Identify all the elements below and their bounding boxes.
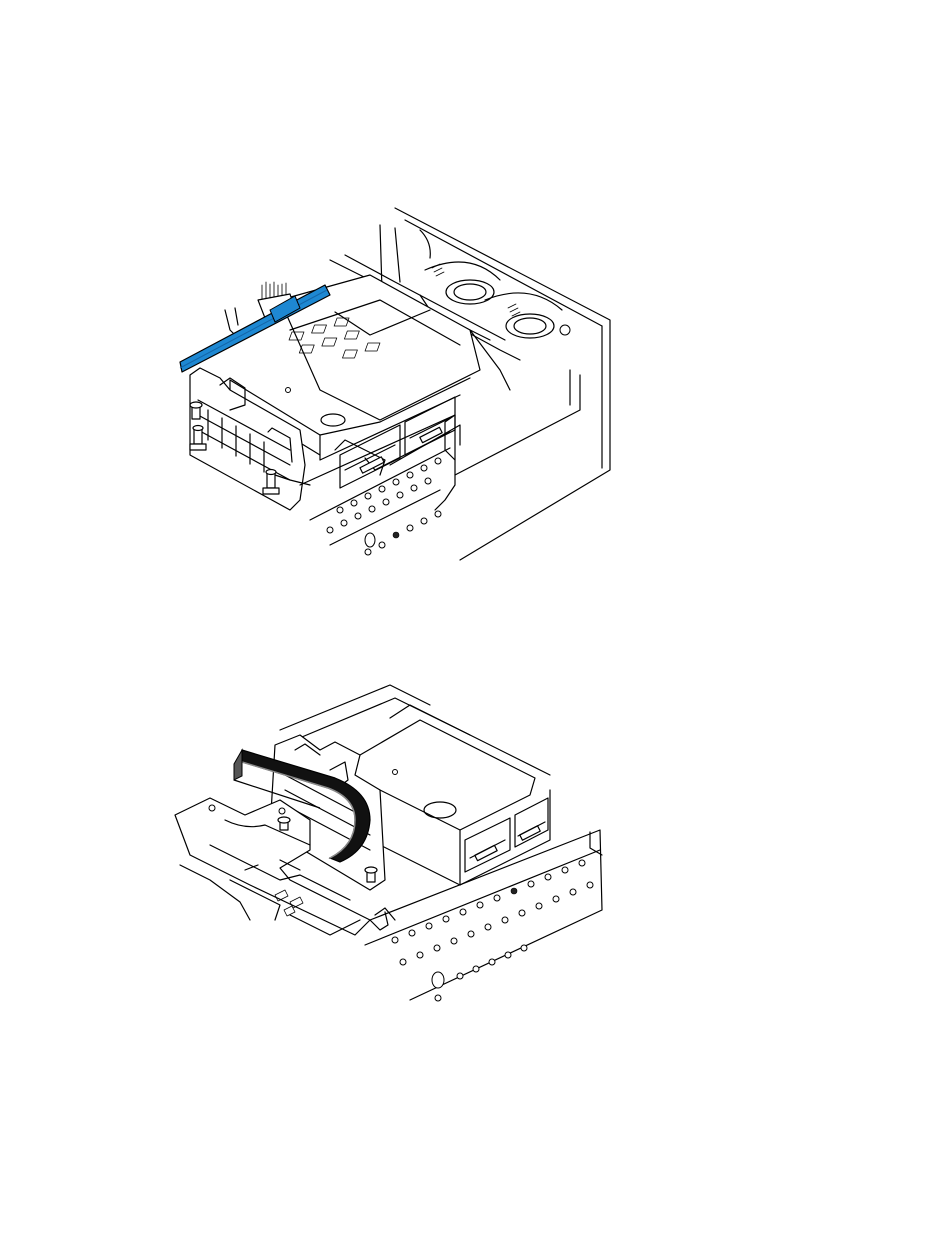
front-panel-holes [392, 860, 593, 1001]
thumbscrew-upper [278, 817, 290, 830]
thumbscrew-lower [365, 867, 377, 882]
fan-screw [560, 325, 570, 335]
arrow-mark-right [508, 304, 520, 316]
top-illustration-drawing [170, 200, 620, 570]
thumbscrew-left [190, 402, 202, 419]
top-illustration [170, 200, 620, 570]
bottom-illustration-drawing [170, 680, 620, 1020]
front-panel-holes [327, 458, 441, 555]
bottom-illustration [170, 680, 620, 1020]
cage-hole [321, 414, 345, 426]
